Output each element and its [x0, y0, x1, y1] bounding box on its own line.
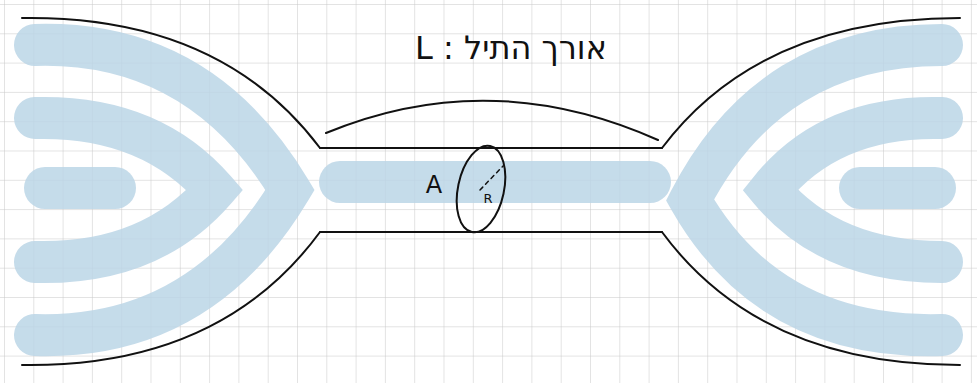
watermark: [35, 45, 942, 335]
radius-label: R: [483, 192, 492, 205]
area-label: A: [426, 173, 442, 197]
dimension-label: אורך התיל : L: [415, 32, 607, 64]
wire-outline: [22, 18, 960, 365]
